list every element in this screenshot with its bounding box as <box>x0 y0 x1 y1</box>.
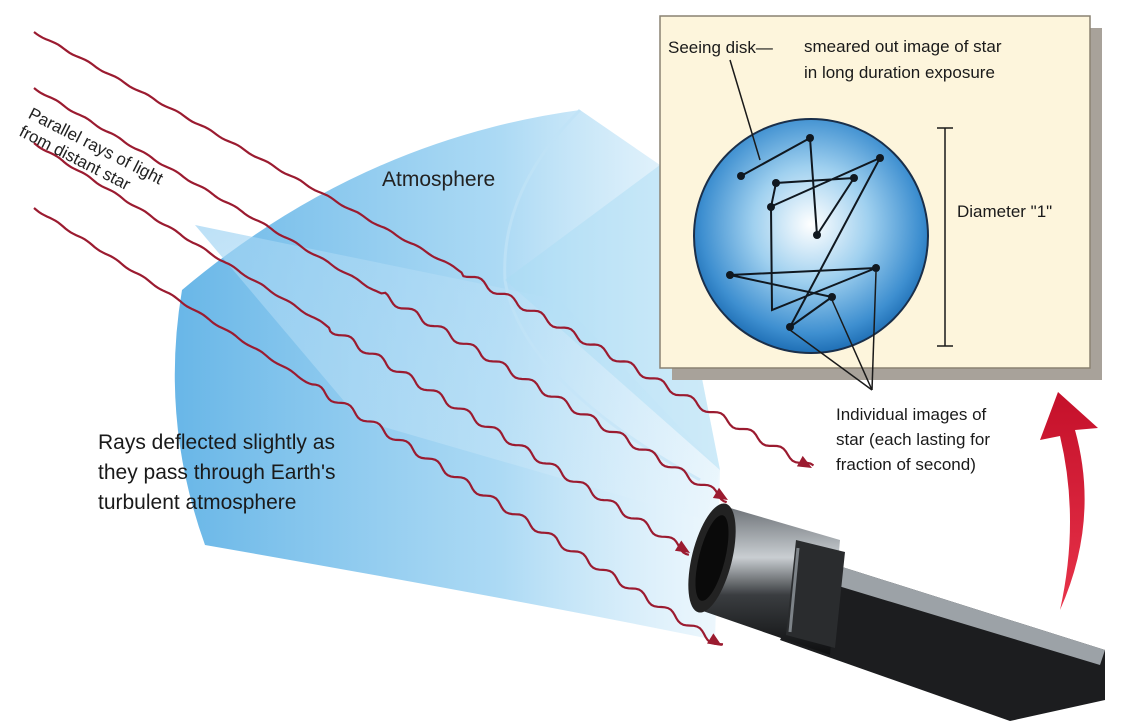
seeing-disk-label: Seeing disk— <box>668 38 773 57</box>
ray-arrowhead <box>796 455 812 468</box>
star-images-path <box>726 134 884 331</box>
curved-arrow-icon <box>1040 392 1098 610</box>
individual-images-line: star (each lasting for <box>836 430 991 449</box>
smeared-out-line: in long duration exposure <box>804 63 995 82</box>
light-ray <box>33 207 724 646</box>
individual-images-label: Individual images of star (each lasting … <box>836 402 1046 477</box>
individual-images-line: fraction of second) <box>836 455 976 474</box>
ray-arrowhead <box>707 633 722 646</box>
leader-lines <box>729 59 877 391</box>
atmosphere-label: Atmosphere <box>382 168 496 191</box>
rays-deflected-line: turbulent atmosphere <box>98 491 297 514</box>
ray-arrowhead <box>712 487 728 500</box>
rays-deflected-line: Rays deflected slightly as <box>98 431 335 454</box>
light-ray <box>33 142 690 556</box>
diameter-scale <box>937 127 953 347</box>
individual-images-line: Individual images of <box>836 405 987 424</box>
smeared-out-label: smeared out image of star in long durati… <box>804 34 1084 86</box>
light-rays <box>33 31 815 646</box>
light-ray <box>33 87 728 504</box>
telescope-icon <box>688 503 1105 721</box>
smeared-out-line: smeared out image of star <box>804 37 1002 56</box>
ray-arrowhead <box>674 540 690 553</box>
diameter-label: Diameter "1" <box>957 202 1053 221</box>
rays-deflected-label: Rays deflected slightly as they pass thr… <box>98 428 418 518</box>
rays-deflected-line: they pass through Earth's <box>98 461 336 484</box>
light-ray <box>33 31 815 467</box>
